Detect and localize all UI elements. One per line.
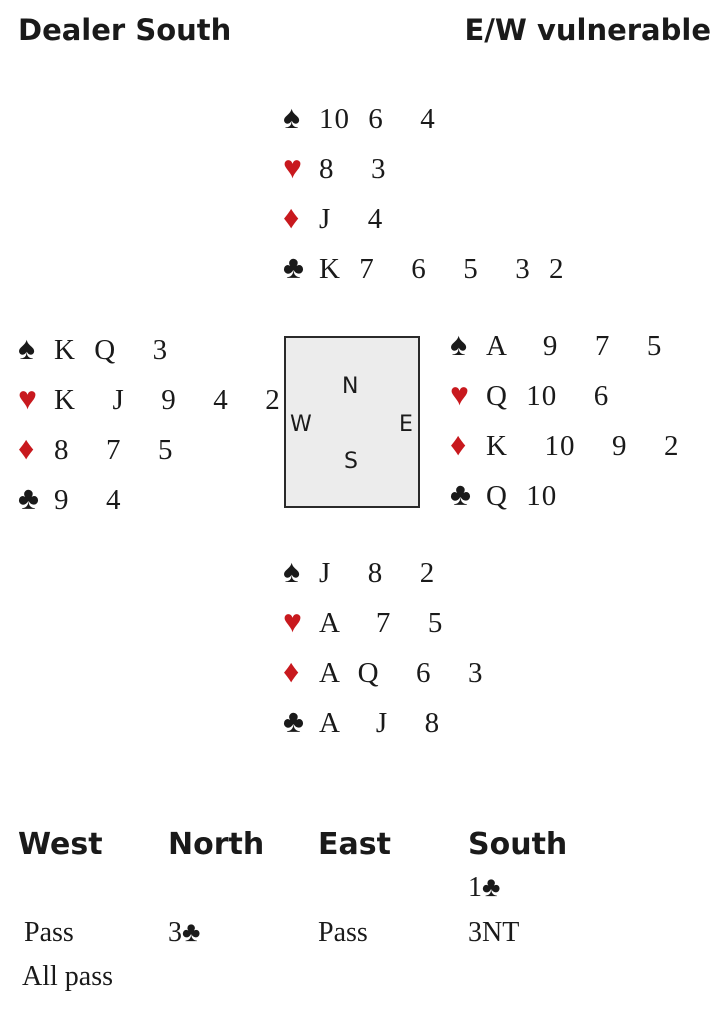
south-clubs-cards: A J 8 xyxy=(319,707,441,739)
spade-icon: ♠ xyxy=(283,99,300,135)
west-diamonds-cards: 8 7 5 xyxy=(54,434,174,466)
north-spades-cards: 10 6 4 xyxy=(319,103,436,135)
diamond-icon: ♦ xyxy=(283,653,300,689)
compass-north: N xyxy=(342,374,359,399)
west-clubs-cards: 9 4 xyxy=(54,484,122,516)
auction-bid: 3♣ xyxy=(168,917,201,948)
south-hearts-row: ♥ A 7 5 xyxy=(283,601,443,641)
club-icon: ♣ xyxy=(283,249,304,285)
south-diamonds-row: ♦ A Q 6 3 xyxy=(283,651,484,691)
auction-bid: All pass xyxy=(22,961,113,992)
north-clubs-row: ♣ K 7 6 5 3 2 xyxy=(283,247,564,287)
club-icon: ♣ xyxy=(283,703,304,739)
east-hearts-cards: Q 10 6 xyxy=(486,380,610,412)
diamond-icon: ♦ xyxy=(283,199,300,235)
south-clubs-row: ♣ A J 8 xyxy=(283,701,440,741)
west-spades-row: ♠ K Q 3 xyxy=(18,328,168,368)
north-hearts-row: ♥ 8 3 xyxy=(283,147,387,187)
east-hearts-row: ♥ Q 10 6 xyxy=(450,374,609,414)
auction-header-south: South xyxy=(468,827,568,862)
compass-south: S xyxy=(344,449,358,474)
south-spades-row: ♠ J 8 2 xyxy=(283,551,435,591)
club-icon: ♣ xyxy=(450,476,471,512)
north-hearts-cards: 8 3 xyxy=(319,153,387,185)
diamond-icon: ♦ xyxy=(450,426,467,462)
club-icon: ♣ xyxy=(18,480,39,516)
auction-header-east: East xyxy=(318,827,391,862)
west-diamonds-row: ♦ 8 7 5 xyxy=(18,428,174,468)
auction-bid: 3NT xyxy=(468,917,520,948)
east-spades-cards: A 9 7 5 xyxy=(486,330,663,362)
compass-west: W xyxy=(290,412,312,437)
south-hearts-cards: A 7 5 xyxy=(319,607,444,639)
east-clubs-row: ♣ Q 10 xyxy=(450,474,557,514)
north-spades-row: ♠ 10 6 4 xyxy=(283,97,436,137)
heart-icon: ♥ xyxy=(283,149,302,185)
compass-east: E xyxy=(399,412,413,437)
auction-bid: 1♣ xyxy=(468,872,501,903)
west-hearts-row: ♥ K J 9 4 2 xyxy=(18,378,281,418)
east-diamonds-row: ♦ K 10 9 2 xyxy=(450,424,679,464)
south-diamonds-cards: A Q 6 3 xyxy=(319,657,484,689)
north-diamonds-row: ♦ J 4 xyxy=(283,197,383,237)
south-spades-cards: J 8 2 xyxy=(319,557,436,589)
west-clubs-row: ♣ 9 4 xyxy=(18,478,122,518)
auction-header-north: North xyxy=(168,827,265,862)
heart-icon: ♥ xyxy=(450,376,469,412)
north-clubs-cards: K 7 6 5 3 2 xyxy=(319,253,565,285)
east-diamonds-cards: K 10 9 2 xyxy=(486,430,680,462)
east-clubs-cards: Q 10 xyxy=(486,480,558,512)
spade-icon: ♠ xyxy=(283,553,300,589)
auction-bid: Pass xyxy=(24,917,74,948)
dealer-label: Dealer South xyxy=(18,13,232,47)
heart-icon: ♥ xyxy=(18,380,37,416)
spade-icon: ♠ xyxy=(450,326,467,362)
vulnerability-label: E/W vulnerable xyxy=(464,13,711,47)
east-spades-row: ♠ A 9 7 5 xyxy=(450,324,662,364)
auction-header-west: West xyxy=(18,827,103,862)
compass-table: N W E S xyxy=(284,336,420,508)
spade-icon: ♠ xyxy=(18,330,35,366)
north-diamonds-cards: J 4 xyxy=(319,203,384,235)
diamond-icon: ♦ xyxy=(18,430,35,466)
auction-bid: Pass xyxy=(318,917,368,948)
heart-icon: ♥ xyxy=(283,603,302,639)
west-hearts-cards: K J 9 4 2 xyxy=(54,384,281,416)
west-spades-cards: K Q 3 xyxy=(54,334,169,366)
